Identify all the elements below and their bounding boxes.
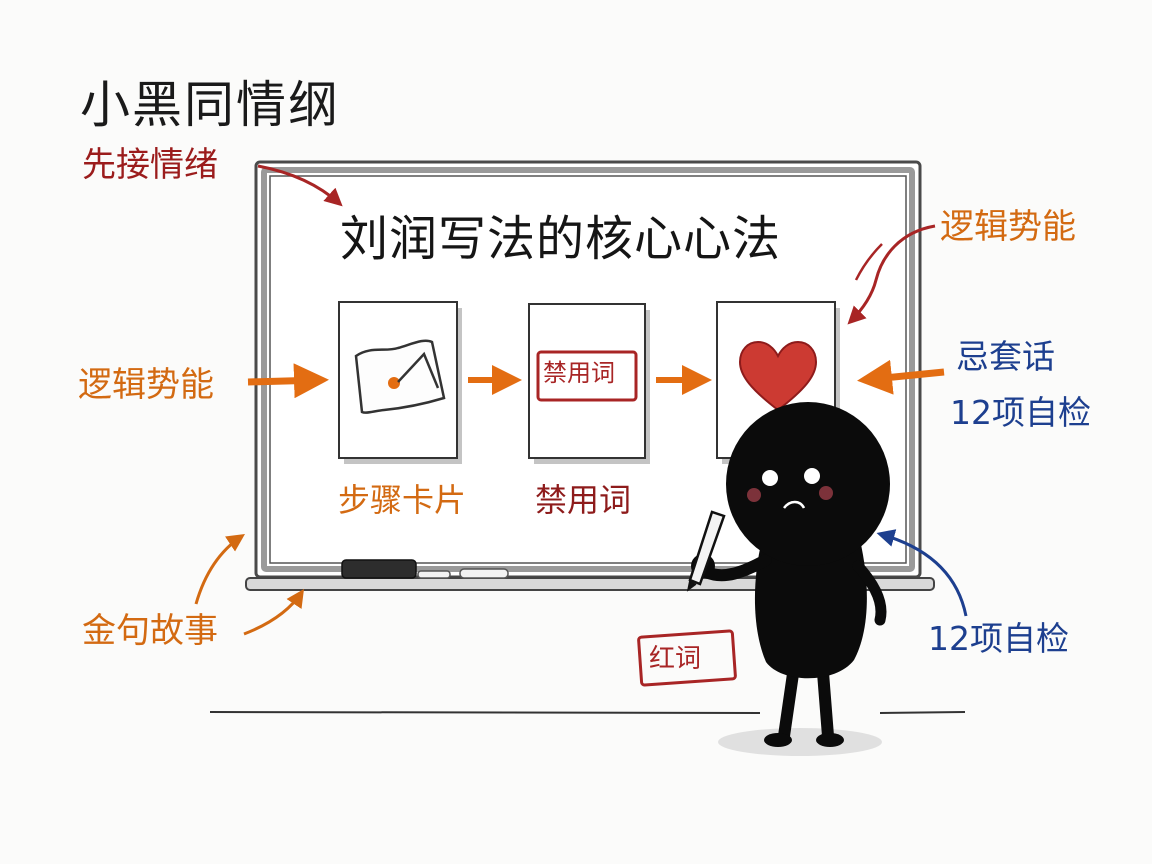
- arrow-right-logic-tail: [854, 243, 883, 281]
- label-avoid-cliche: 忌套话: [956, 337, 1055, 376]
- arrow-golden-story-right: [243, 589, 304, 636]
- arrow-right-logic: [847, 224, 936, 325]
- floor-line: [209, 711, 761, 714]
- card-banned-words: [528, 303, 650, 464]
- board-title: 刘润写法的核心心法: [340, 211, 782, 267]
- stamp-banned-words-text: 禁用词: [543, 359, 615, 387]
- label-golden-story: 金句故事: [82, 611, 218, 651]
- marker-1: [417, 570, 451, 579]
- red-stamp: [637, 629, 737, 687]
- label-check-12-b: 12项自检: [928, 619, 1069, 658]
- marker-2: [459, 568, 509, 579]
- arrow-golden-story-up: [194, 534, 245, 605]
- pen-icon: [686, 510, 726, 592]
- page-title: 小黑同情纲: [80, 76, 340, 134]
- arrow-check-12: [876, 529, 968, 617]
- floor-line-right: [879, 711, 966, 714]
- caption-banned-words: 禁用词: [535, 481, 632, 519]
- arrow-first-emotion: [257, 164, 343, 207]
- label-right-logic: 逻辑势能: [940, 207, 1076, 247]
- eraser: [341, 559, 417, 579]
- label-first-emotion: 先接情绪: [82, 145, 218, 185]
- heart-icon: [738, 340, 818, 412]
- stamp-red-words-text: 红词: [649, 644, 702, 674]
- torn-paper-pencil-icon: [354, 339, 446, 414]
- arrow-avoid-cliche: [857, 359, 945, 395]
- stamp-icon: [536, 350, 638, 402]
- label-left-logic: 逻辑势能: [78, 365, 214, 405]
- label-check-12-a: 12项自检: [950, 393, 1091, 432]
- caption-steps-card: 步骤卡片: [338, 481, 467, 519]
- arrow-left-logic: [247, 363, 329, 399]
